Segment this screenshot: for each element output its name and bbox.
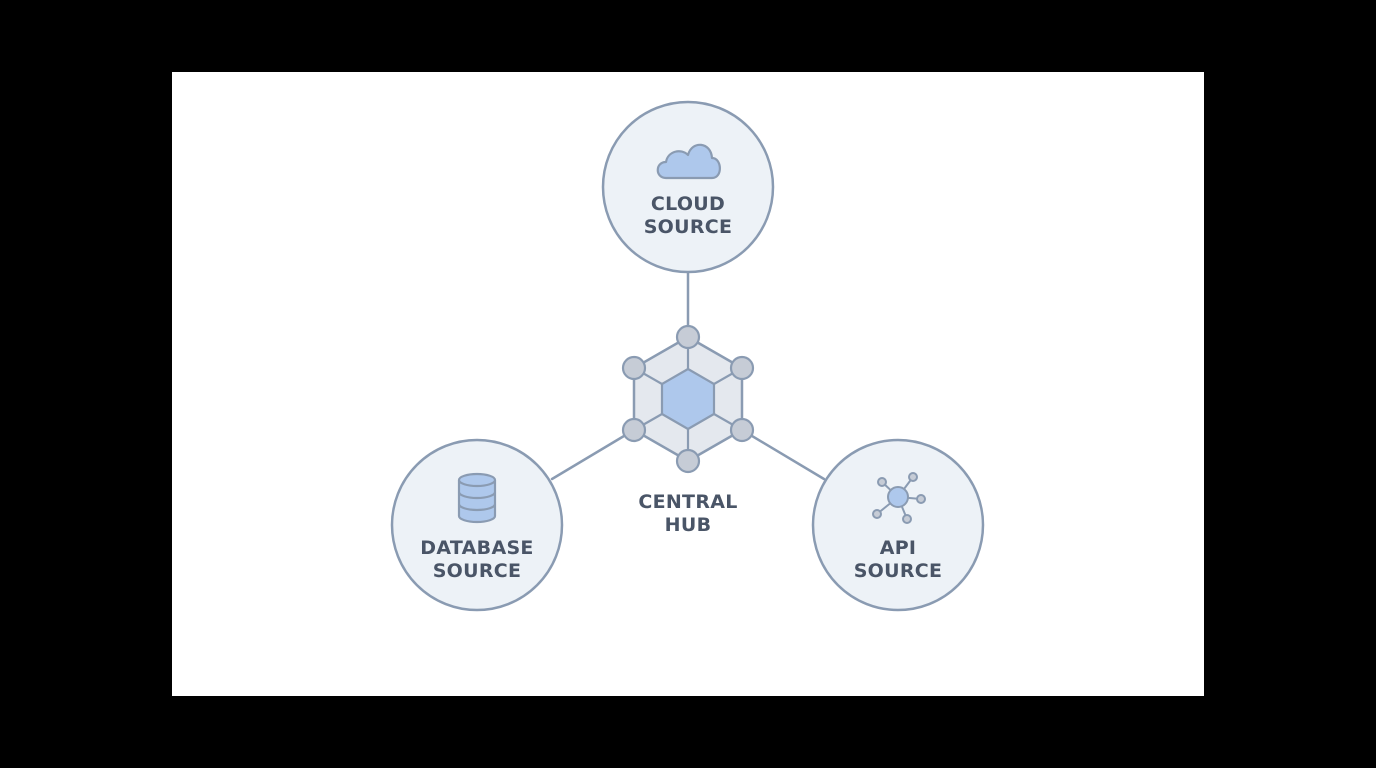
cloud-node-circle [601,100,775,274]
database-label-line1: DATABASE [420,537,533,559]
hub-label-line2: HUB [665,514,712,536]
database-icon [457,472,497,524]
hub-vertex-nodes [621,324,755,474]
cloud-label-line2: SOURCE [644,216,733,238]
cloud-icon [656,143,721,180]
api-label-line1: API [880,537,917,559]
api-network-icon [872,472,926,524]
cloud-label-line1: CLOUD [651,193,725,215]
connector-api-hub [740,428,826,481]
cloud-source-node: CLOUD SOURCE [601,100,775,274]
hub-label-line1: CENTRAL [638,491,737,513]
database-source-node: DATABASE SOURCE [390,438,564,612]
central-hub-node: CENTRAL HUB [621,324,755,536]
api-label-line2: SOURCE [854,560,943,582]
database-label-line2: SOURCE [433,560,522,582]
connector-database-hub [550,428,636,481]
database-node-circle [390,438,564,612]
api-source-node: API SOURCE [811,438,985,612]
api-node-circle [811,438,985,612]
hub-inner-hexagon [660,367,716,431]
hexagon-hub-icon [621,324,755,474]
